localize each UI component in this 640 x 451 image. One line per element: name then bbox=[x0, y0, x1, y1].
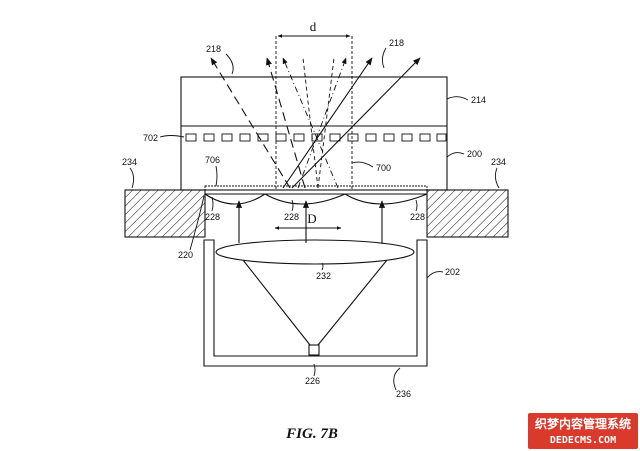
cone-left bbox=[242, 259, 311, 346]
ref-234-left: 234 bbox=[122, 157, 137, 167]
ref-234-right: 234 bbox=[491, 157, 506, 167]
substrate-left bbox=[124, 189, 206, 238]
layer-214 bbox=[180, 76, 448, 191]
figure-caption: FIG. 7B bbox=[285, 426, 338, 442]
ref-228-left: 228 bbox=[205, 212, 220, 222]
element-row-702 bbox=[185, 133, 447, 142]
dimension-d-label: d bbox=[310, 19, 317, 34]
light-source-226 bbox=[308, 344, 320, 356]
watermark-badge: 织梦内容管理系统 DEDECMS.COM bbox=[528, 413, 638, 449]
upward-arrows bbox=[235, 200, 386, 243]
ref-228-right: 228 bbox=[410, 212, 425, 222]
ref-202: 202 bbox=[445, 267, 460, 277]
ref-228-mid: 228 bbox=[284, 212, 299, 222]
light-rays bbox=[210, 57, 421, 189]
housing-202 bbox=[203, 239, 428, 367]
ref-214: 214 bbox=[471, 95, 486, 105]
watermark-line2: DEDECMS.COM bbox=[550, 435, 616, 446]
ref-702: 702 bbox=[143, 133, 158, 143]
ref-232: 232 bbox=[316, 271, 331, 281]
ref-200: 200 bbox=[467, 149, 482, 159]
cone-right bbox=[317, 259, 388, 346]
dimension-D-label: D bbox=[307, 211, 316, 226]
substrate-right bbox=[426, 189, 509, 238]
microlens-arcs bbox=[204, 193, 428, 205]
ref-700: 700 bbox=[376, 163, 391, 173]
ref-220: 220 bbox=[178, 250, 193, 260]
ref-218-right: 218 bbox=[389, 38, 404, 48]
diffuser-232 bbox=[215, 239, 415, 265]
ref-218-left: 218 bbox=[206, 44, 221, 54]
ref-706: 706 bbox=[205, 155, 220, 165]
ref-236: 236 bbox=[396, 389, 411, 399]
watermark-line1: 织梦内容管理系统 bbox=[535, 416, 631, 431]
sensor-strip-706 bbox=[204, 185, 428, 191]
watermark-background bbox=[528, 413, 638, 449]
ref-226: 226 bbox=[305, 376, 320, 386]
